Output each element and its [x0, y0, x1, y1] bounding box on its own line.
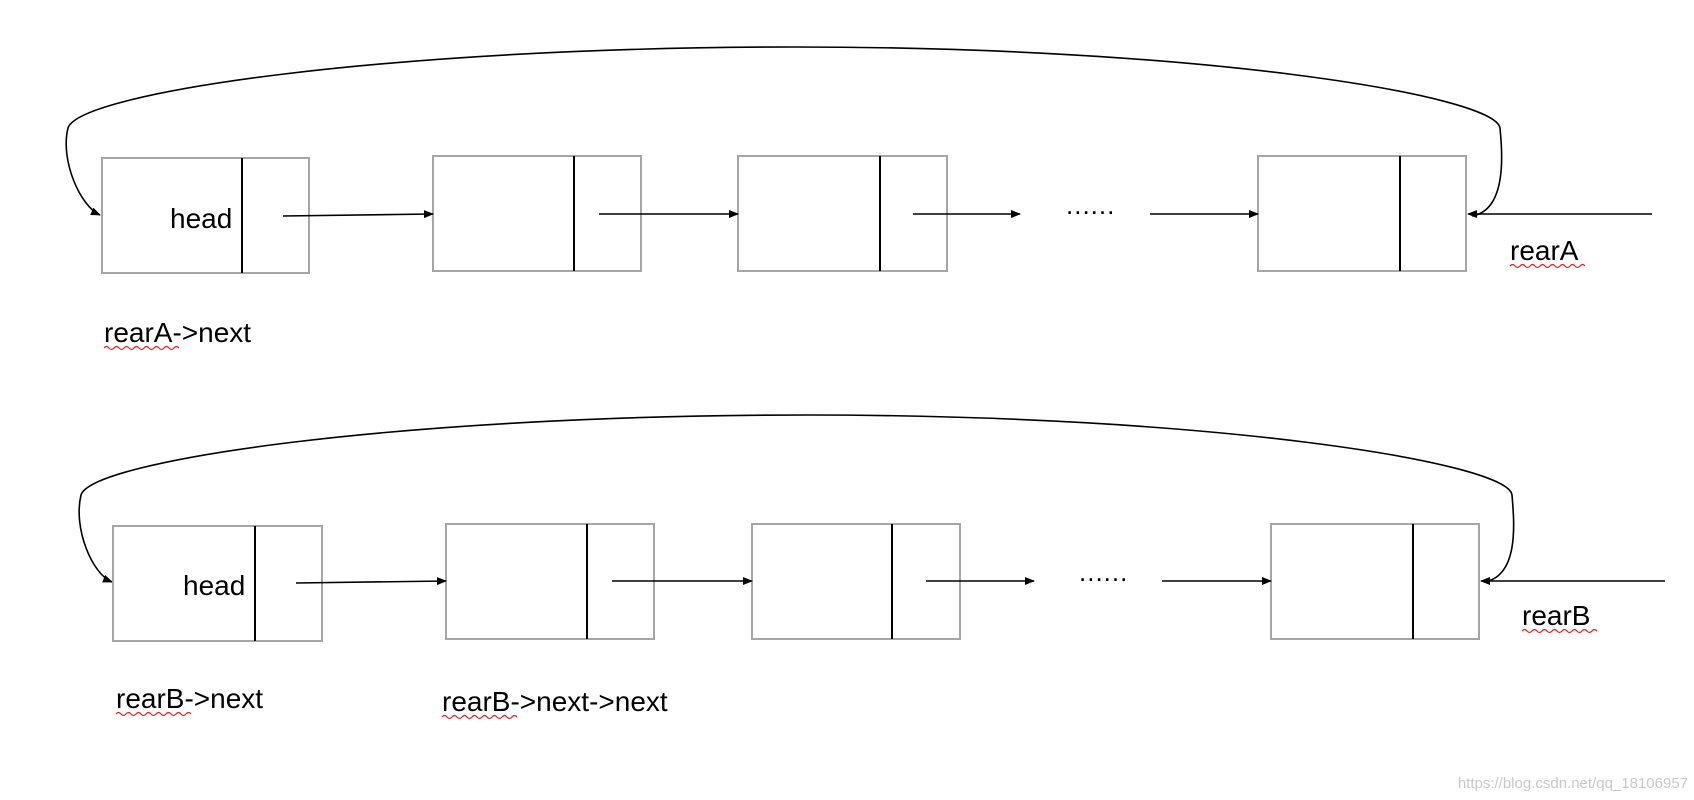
list-b-arrow-1: [295, 577, 447, 586]
list-b: head ...... rearB rearB->next rearB-: [78, 414, 1665, 720]
list-b-node-head: head: [112, 525, 323, 642]
list-b-rear-label-underline: [1521, 628, 1598, 634]
list-a-node-tail: [1257, 155, 1467, 272]
watermark-url: https://blog.csdn.net/qq_18106957: [1458, 775, 1688, 792]
list-b-rear-label: rearB: [1522, 600, 1590, 631]
list-a-loop-arrow: [65, 46, 1503, 217]
list-a-node-head: head: [101, 157, 310, 274]
list-b-node-3: [751, 523, 961, 640]
list-b-head-label: head: [183, 570, 245, 601]
list-b-node-tail: [1270, 523, 1480, 640]
list-a: head ...... rearA rearA->next: [65, 46, 1652, 351]
list-a-arrow-1: [282, 210, 434, 219]
list-a-rear-label-underline: [1509, 263, 1586, 269]
list-b-rear-next-next-label: rearB->next->next: [442, 686, 668, 717]
list-a-head-label: head: [170, 203, 232, 234]
list-a-ellipsis: ......: [1066, 190, 1115, 220]
list-b-rear-next-underline: [115, 711, 192, 717]
list-b-loop-arrow: [78, 414, 1515, 583]
list-b-rear-next-next-underline: [441, 714, 518, 720]
list-a-rear-next-label: rearA->next: [104, 317, 251, 348]
list-a-rear-label: rearA: [1510, 235, 1579, 266]
list-a-rear-next-underline: [103, 345, 180, 351]
list-b-rear-next-label: rearB->next: [116, 683, 263, 714]
list-b-ellipsis: ......: [1079, 557, 1128, 587]
list-a-node-3: [737, 155, 948, 272]
